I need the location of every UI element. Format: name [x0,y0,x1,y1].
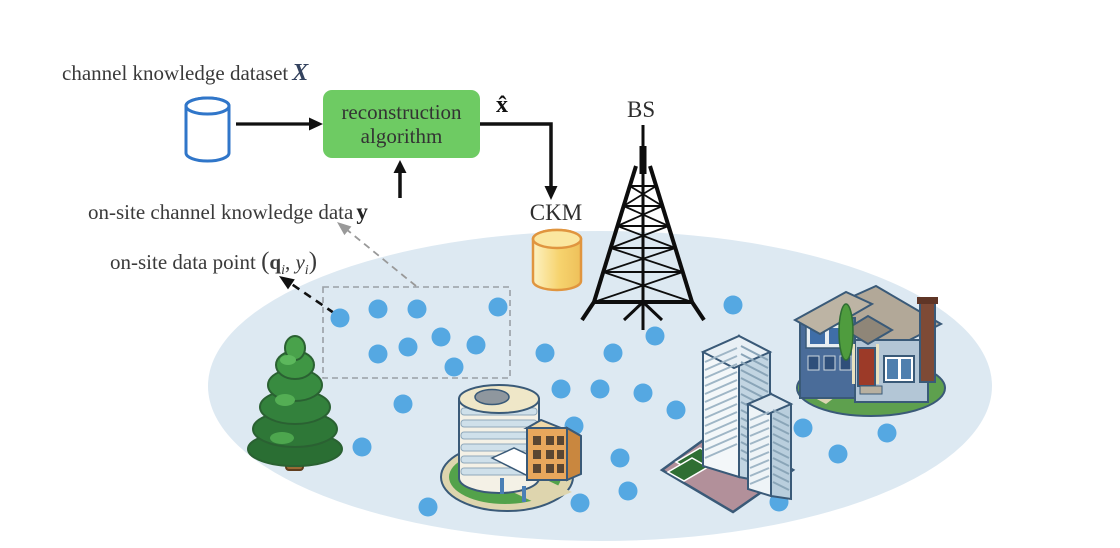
skyscraper-icon [659,334,796,514]
data-point-dot [633,383,653,403]
data-point-dot [570,493,590,513]
ckm-db-icon [531,228,583,292]
house-icon [792,284,946,417]
data-point-dot [877,423,897,443]
data-point-dot [418,497,438,517]
data-point-dot [610,448,630,468]
onsite-data-symbol: y [356,199,368,224]
bs-tower-icon [580,125,706,330]
annotation-arrow-black [279,276,335,315]
data-point-dot [352,437,372,457]
dataset-label-text: channel knowledge dataset [62,61,289,85]
reconstruction-algorithm-box: reconstruction algorithm [323,90,480,158]
arrow-algorithm-to-ckm [480,122,558,200]
annotation-arrow-gray [337,222,417,287]
dataset-symbol: X [292,60,309,86]
sample-region-box [322,286,511,379]
data-point-dot [444,357,464,377]
data-point-dot [398,337,418,357]
data-point-dot [618,481,638,501]
algorithm-box-line2: algorithm [360,124,443,148]
arrow-dataset-to-algorithm [236,117,323,131]
data-point-dot [828,444,848,464]
ckm-label: CKM [529,200,583,225]
onsite-point-label-text: on-site data point [110,250,256,274]
data-point-dot [330,308,350,328]
office-building-icon [440,384,582,512]
data-point-dot [645,326,665,346]
data-point-dot [407,299,427,319]
onsite-point-label: on-site data point (qi, yi) [110,248,318,279]
data-point-dot [535,343,555,363]
data-point-dot [488,297,508,317]
data-point-dot [603,343,623,363]
data-point-dot [723,295,743,315]
data-point-dot [368,344,388,364]
data-point-dot [431,327,451,347]
data-point-dot [551,379,571,399]
data-point-dot [666,400,686,420]
bs-label: BS [627,97,656,122]
arrow-onsite-to-algorithm [393,160,407,198]
pine-tree-icon [247,335,343,471]
algorithm-box-line1: reconstruction [341,99,462,124]
onsite-data-label-text: on-site channel knowledge data [88,200,354,224]
data-points-layer [330,295,897,517]
dataset-db-icon [184,96,231,163]
data-point-dot [466,335,486,355]
data-point-dot [393,394,413,414]
data-point-dot [590,379,610,399]
data-point-dot [368,299,388,319]
output-symbol-label: x̂ [496,92,508,118]
data-point-dot [793,418,813,438]
